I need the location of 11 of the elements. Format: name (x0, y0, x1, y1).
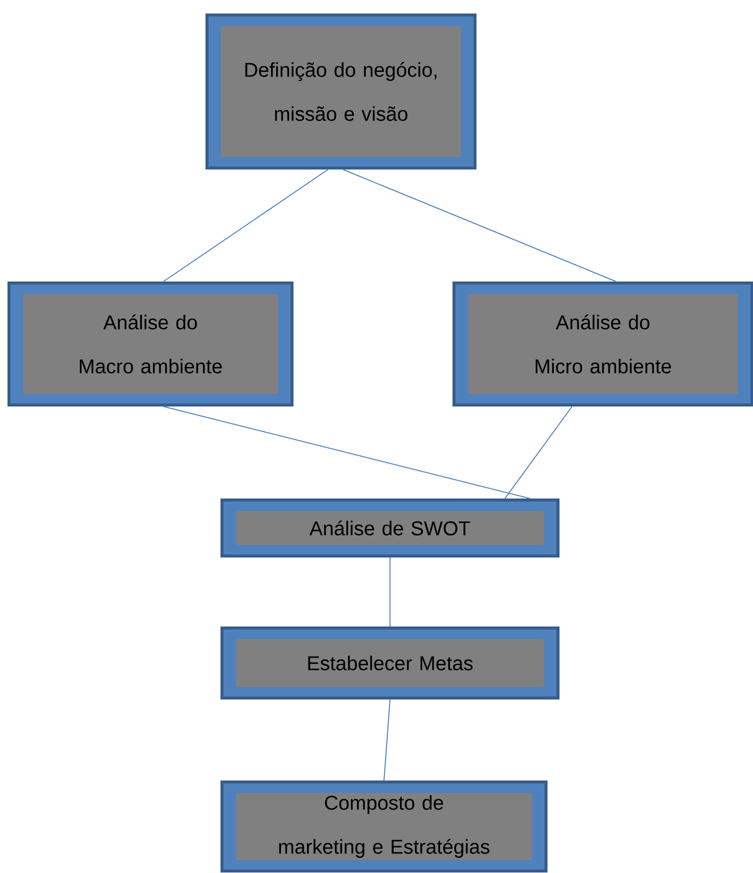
connector-line (384, 699, 390, 781)
process-box: Definição do negócio, missão e visão (206, 14, 476, 170)
process-box: Análise de SWOT (220, 498, 560, 558)
connector-line (504, 406, 572, 499)
process-box: Estabelecer Metas (220, 626, 560, 700)
process-box: Composto de marketing e Estratégias (220, 780, 548, 872)
connector-line (163, 406, 530, 499)
process-box: Análise do Macro ambiente (8, 282, 294, 406)
connector-line (342, 169, 616, 282)
connector-line (163, 169, 328, 282)
process-box: Análise do Micro ambiente (452, 282, 753, 406)
